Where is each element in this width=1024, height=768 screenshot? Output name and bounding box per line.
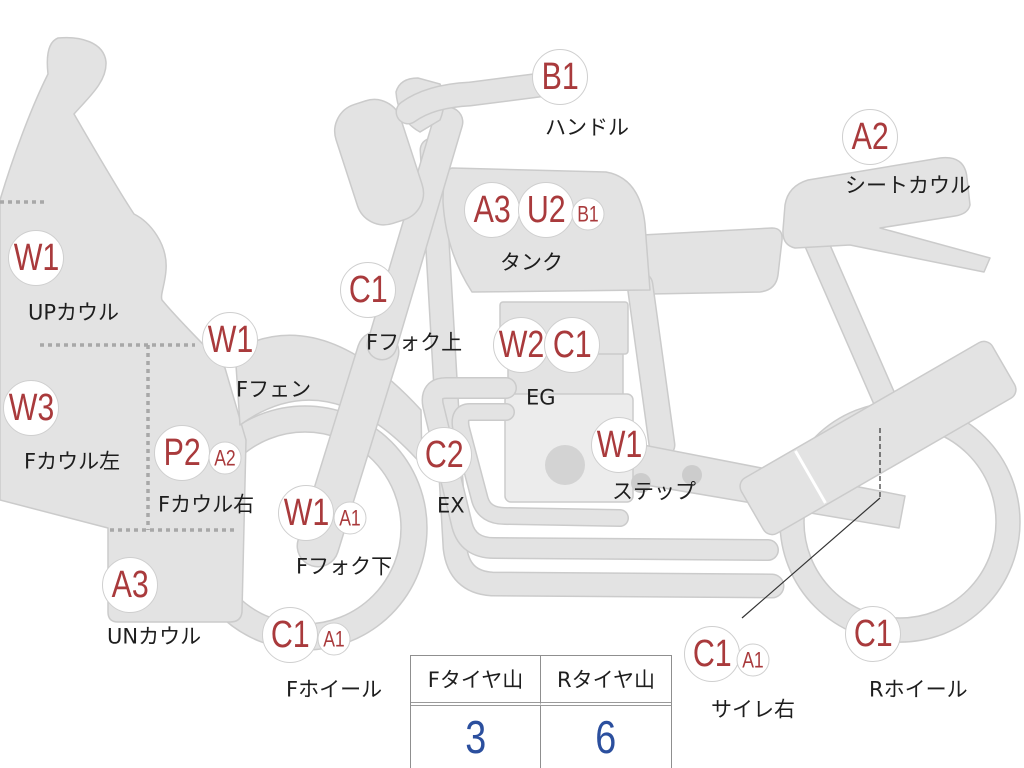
- under-cowl-label: UNカウル: [107, 624, 202, 649]
- silencer-right-code-2: A1: [736, 643, 770, 677]
- tank-label: タンク: [500, 250, 563, 275]
- front-cowl-left-code-1: W3: [3, 380, 59, 436]
- code-text: A3: [111, 564, 149, 606]
- cowl-division-lines: [0, 200, 238, 532]
- front-tire-tread-value-text: 3: [465, 711, 486, 763]
- code-text: W3: [8, 387, 54, 429]
- exhaust-code-1: C2: [416, 427, 472, 483]
- rear-tire-tread-value-text: 6: [595, 711, 617, 763]
- handlebar-shape: [408, 84, 548, 112]
- code-text: W1: [596, 424, 642, 466]
- code-text: C1: [692, 633, 732, 675]
- code-text: B1: [541, 56, 579, 98]
- front-fender-label: Fフェン: [236, 377, 312, 402]
- tank-code-2: U2: [518, 182, 574, 238]
- rear-wheel-code-1: C1: [845, 606, 901, 662]
- rear-frame-shape: [640, 285, 662, 445]
- step-code-1: W1: [591, 417, 647, 473]
- front-fork-lower-label: Fフォク下: [296, 554, 393, 579]
- engine-code-1: W2: [493, 317, 549, 373]
- tank-code-1: A3: [464, 182, 520, 238]
- front-cowl-right-code-2: A2: [208, 441, 242, 475]
- front-cowl-right-code-1: P2: [154, 425, 210, 481]
- front-fender-code-1: W1: [202, 312, 258, 368]
- front-cowl-left-label: Fカウル左: [24, 449, 121, 474]
- code-text: C1: [552, 324, 592, 366]
- exhaust-label: EX: [437, 493, 465, 518]
- upper-cowl-code-1: W1: [8, 230, 64, 286]
- code-text: C1: [853, 613, 893, 655]
- rear-shock-shape: [815, 240, 884, 398]
- front-wheel-code-1: C1: [262, 607, 318, 663]
- rear-tire-tread-header: Rタイヤ山: [541, 656, 671, 706]
- front-fork-upper-code-1: C1: [340, 262, 396, 318]
- engine-label: EG: [526, 385, 556, 410]
- front-fork-lower-code-1: W1: [278, 485, 334, 541]
- code-text: A1: [742, 647, 764, 672]
- front-tire-tread-value: 3: [411, 706, 541, 768]
- code-text: B1: [577, 201, 599, 226]
- code-text: C1: [348, 269, 388, 311]
- code-text: A1: [323, 626, 345, 651]
- code-text: W1: [13, 237, 59, 279]
- code-text: C2: [424, 434, 464, 476]
- tank-code-3: B1: [571, 197, 605, 231]
- silencer-right-code-1: C1: [684, 626, 740, 682]
- handle-code-1: B1: [532, 49, 588, 105]
- handle-label: ハンドル: [545, 115, 629, 140]
- engine-code-2: C1: [544, 317, 600, 373]
- seat-cowl-shape: [782, 156, 991, 273]
- code-text: C1: [270, 614, 310, 656]
- code-text: A1: [339, 505, 361, 530]
- seat-cowl-label: シートカウル: [845, 173, 971, 198]
- front-fork-upper-label: Fフォク上: [366, 330, 463, 355]
- code-text: A3: [473, 189, 511, 231]
- code-text: W2: [498, 324, 544, 366]
- front-fork-lower-code-2: A1: [333, 501, 367, 535]
- side-cover-shape: [641, 227, 783, 295]
- silencer-shape: [739, 340, 1017, 536]
- code-text: A2: [851, 116, 889, 158]
- code-text: U2: [526, 189, 566, 231]
- rear-wheel-label: Rホイール: [869, 677, 968, 702]
- upper-cowl-label: UPカウル: [28, 300, 120, 325]
- front-cowl-right-label: Fカウル右: [158, 492, 255, 517]
- code-text: W1: [283, 492, 329, 534]
- step-shape: [631, 465, 702, 493]
- tire-tread-table: Fタイヤ山 Rタイヤ山 3 6: [410, 655, 672, 768]
- under-cowl-code-1: A3: [102, 557, 158, 613]
- front-tire-tread-header: Fタイヤ山: [411, 656, 541, 706]
- silencer-leader-line: [741, 428, 881, 619]
- front-wheel-label: Fホイール: [286, 677, 383, 702]
- code-text: P2: [163, 432, 201, 474]
- silencer-right-label: サイレ右: [711, 697, 795, 722]
- headlight-shape: [333, 98, 425, 226]
- rear-tire-tread-value: 6: [541, 706, 671, 768]
- step-label: ステップ: [612, 479, 696, 504]
- seat-cowl-code-1: A2: [842, 109, 898, 165]
- front-wheel-code-2: A1: [317, 622, 351, 656]
- code-text: A2: [214, 445, 236, 470]
- code-text: W1: [207, 319, 253, 361]
